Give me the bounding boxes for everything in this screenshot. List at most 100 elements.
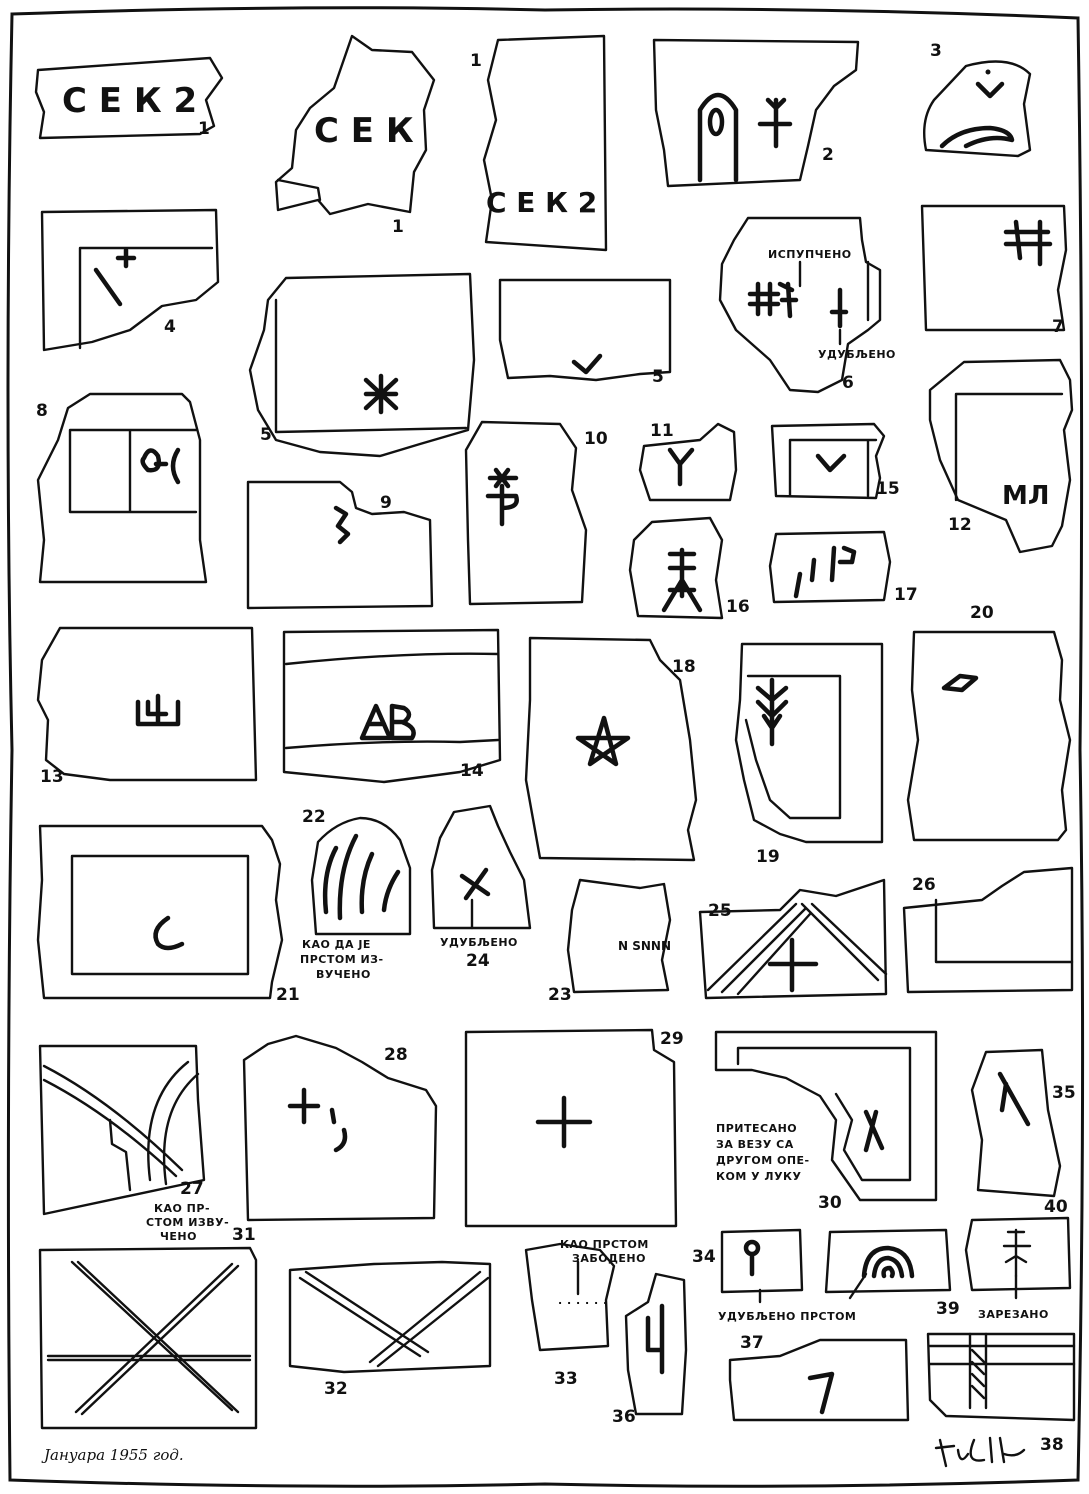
fragment-5a: 5	[250, 274, 474, 456]
fragment-14: 14	[284, 630, 500, 782]
fragment-35: 35	[972, 1050, 1076, 1196]
fragment-23-label: 23	[548, 985, 572, 1005]
footer-date: Јануара 1955 год.	[41, 1446, 184, 1464]
fragment-36: 36	[612, 1274, 686, 1427]
fragment-15: 15	[772, 424, 900, 499]
fragment-33-dots: . . . . . .	[558, 1294, 608, 1307]
fragment-1c-inscription: С Е К 2	[486, 186, 597, 219]
fragment-2-label: 2	[822, 145, 834, 165]
fragment-32: 32	[290, 1262, 490, 1399]
fragment-3: 3	[924, 41, 1030, 156]
fragment-25: 25	[700, 880, 886, 998]
plate-border	[8, 8, 1083, 1487]
fragment-21: 21	[38, 826, 300, 1005]
fragment-25-label: 25	[708, 901, 732, 921]
fragment-26-label: 26	[912, 875, 936, 895]
fragment-9: 9	[248, 482, 432, 608]
fragment-22: 22 КАО ДА ЈЕ ПРСТОМ ИЗ- ВУЧЕНО	[300, 807, 410, 981]
fragment-1c-label: 1	[470, 51, 482, 71]
annotation-kao-da-je-line2: ПРСТОМ ИЗ-	[300, 953, 384, 966]
fragment-4: 4	[42, 210, 218, 350]
fragment-19: 19	[736, 644, 882, 867]
annotation-udubljeno-24: УДУБЉЕНО	[440, 936, 518, 949]
fragment-10-label: 10	[584, 429, 608, 449]
author-signature	[936, 1438, 1024, 1466]
fragment-23-inscription: N SNNN	[618, 939, 671, 953]
fragment-31: 31	[40, 1225, 256, 1428]
annotation-kao-prstom-27-line2: СТОМ ИЗВУ-	[146, 1216, 229, 1229]
fragment-27: 27 КАО ПР- СТОМ ИЗВУ- ЧЕНО	[40, 1046, 229, 1243]
fragment-1b-label: 1	[392, 217, 404, 237]
annotation-kao-prstom-27-line3: ЧЕНО	[160, 1230, 197, 1243]
fragment-7-label: 7	[1052, 317, 1064, 337]
fragment-4-label: 4	[164, 317, 176, 337]
fragment-11-label: 11	[650, 421, 674, 441]
fragment-24: УДУБЉЕНО 24	[432, 806, 530, 971]
fragment-28: 28	[244, 1036, 436, 1220]
annotation-kao-prstom-zabodeno-line1: КАО ПРСТОМ	[560, 1238, 649, 1251]
fragment-37: 37	[730, 1333, 908, 1420]
fragment-34: 34	[692, 1230, 802, 1302]
fragment-28-label: 28	[384, 1045, 408, 1065]
fragment-18-label: 18	[672, 657, 696, 677]
fragment-40: 40	[966, 1197, 1070, 1298]
annotation-pritesano-line3: ДРУГОМ ОПЕ-	[716, 1154, 810, 1167]
fragment-29-label: 29	[660, 1029, 684, 1049]
fragment-30-label: 30	[818, 1193, 842, 1213]
fragment-39-label: 39	[936, 1299, 960, 1319]
annotation-pritesano-line2: ЗА ВЕЗУ СА	[716, 1138, 794, 1151]
fragment-31-label: 31	[232, 1225, 256, 1245]
fragment-38-label: 38	[1040, 1435, 1064, 1455]
annotation-kao-da-je-line3: ВУЧЕНО	[316, 968, 371, 981]
fragment-12: МЛ 12	[930, 360, 1072, 552]
fragment-5a-label: 5	[260, 425, 272, 445]
fragment-17: 17	[770, 532, 918, 605]
annotation-kao-prstom-27-line1: КАО ПР-	[154, 1202, 210, 1215]
fragment-40-label: 40	[1044, 1197, 1068, 1217]
fragment-30: ПРИТЕСАНО ЗА ВЕЗУ СА ДРУГОМ ОПЕ- КОМ У Л…	[716, 1032, 936, 1213]
annotation-pritesano-line1: ПРИТЕСАНО	[716, 1122, 797, 1135]
fragment-1b: С Е К 1	[276, 36, 434, 237]
fragment-7: 7	[922, 206, 1066, 337]
fragment-13-label: 13	[40, 767, 64, 787]
fragment-16-label: 16	[726, 597, 750, 617]
fragment-16: 16	[630, 518, 750, 618]
fragment-5b: 5	[500, 280, 670, 387]
fragment-1c: С Е К 2 1	[470, 36, 606, 250]
fragment-12-inscription: МЛ	[1002, 481, 1049, 511]
fragment-35-label: 35	[1052, 1083, 1076, 1103]
fragment-1a-label: 1	[198, 119, 210, 139]
fragment-27-label: 27	[180, 1179, 204, 1199]
fragment-1a: С Е К 2 1	[36, 58, 222, 139]
fragment-19-label: 19	[756, 847, 780, 867]
fragment-33-label: 33	[554, 1369, 578, 1389]
fragment-2: 2	[654, 40, 858, 186]
fragment-10: 10	[466, 422, 608, 604]
fragment-1b-inscription: С Е К	[314, 111, 414, 151]
fragment-20-label: 20	[970, 603, 994, 623]
fragment-11: 11	[640, 421, 736, 500]
fragment-39: 39	[826, 1230, 960, 1319]
fragment-36-label: 36	[612, 1407, 636, 1427]
fragment-29: 29	[466, 1029, 684, 1226]
fragment-13: 13	[38, 628, 256, 787]
annotation-pritesano-line4: КОМ У ЛУКУ	[716, 1170, 802, 1183]
fragment-20: 20	[908, 603, 1070, 840]
annotation-kao-da-je-line1: КАО ДА ЈЕ	[302, 938, 371, 951]
fragment-37-label: 37	[740, 1333, 764, 1353]
fragment-1a-inscription: С Е К 2	[62, 81, 197, 121]
fragment-38: 38	[928, 1334, 1074, 1455]
fragment-26: 26	[904, 868, 1072, 992]
fragment-6: ИСПУПЧЕНО УДУБЉЕНО 6	[720, 218, 896, 393]
fragment-18: 18	[526, 638, 696, 860]
fragment-9-label: 9	[380, 493, 392, 513]
fragment-5b-label: 5	[652, 367, 664, 387]
fragment-34-label: 34	[692, 1247, 716, 1267]
fragment-22-label: 22	[302, 807, 326, 827]
annotation-kao-prstom-zabodeno-line2: ЗАБОДЕНО	[572, 1252, 646, 1265]
fragment-21-label: 21	[276, 985, 300, 1005]
fragment-24-label: 24	[466, 951, 490, 971]
fragment-3-label: 3	[930, 41, 942, 61]
fragment-15-label: 15	[876, 479, 900, 499]
